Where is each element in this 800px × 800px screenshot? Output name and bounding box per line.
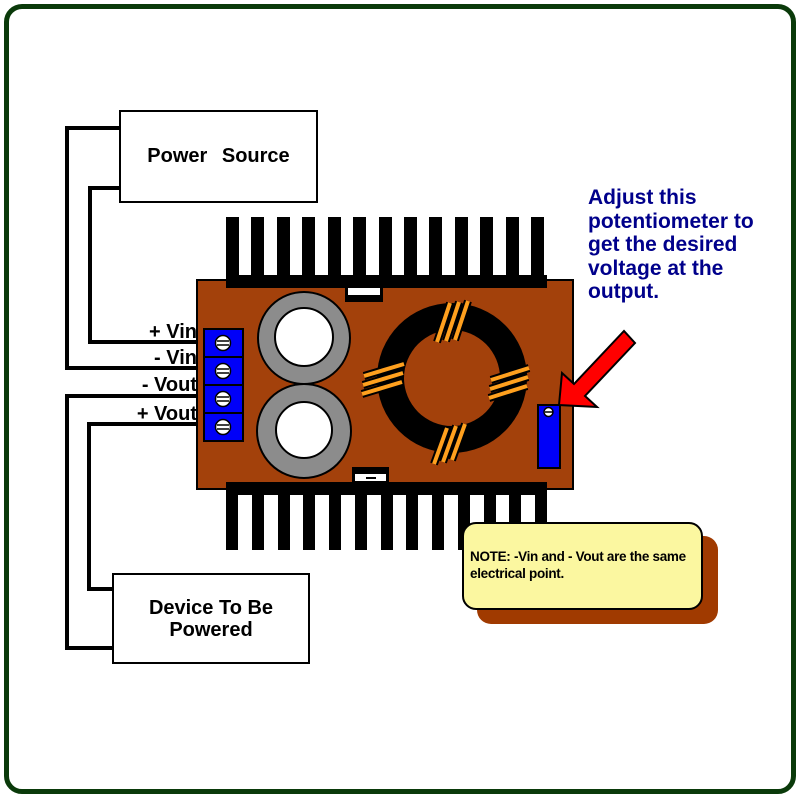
pin-label-plus-vout: + Vout [136,403,197,425]
screw-terminal-3 [214,390,232,408]
heatsink-top-base [226,275,547,288]
pin-label-minus-vout: - Vout [141,374,197,396]
screw-terminal-1 [214,334,232,352]
potentiometer-annotation: Adjust this potentiometer to get the des… [588,186,754,303]
toroid-inductor-icon [360,299,531,466]
wires [65,126,206,650]
heatsink-bottom-base [226,482,547,495]
device-label: Device To Be Powered [148,596,274,641]
pin-label-minus-vin: - Vin [154,347,197,369]
power-source-box: Power Source [119,110,318,203]
device-box: Device To Be Powered [112,573,310,664]
smd-component-bottom-icon [352,467,389,483]
converter-module [196,217,574,550]
pin-label-plus-vin: + Vin [149,321,197,343]
power-source-label: Power Source [147,145,290,167]
wire-minus-vin [65,126,206,370]
capacitor-bottom-icon [256,383,352,479]
outer-border [4,4,796,794]
capacitor-top-icon [257,291,351,385]
screw-terminal-4 [214,418,232,436]
wire-plus-vout [87,422,206,591]
smd-component-top-icon [345,286,383,302]
potentiometer [537,404,561,469]
red-arrow-icon [557,329,637,409]
terminal-block [203,328,244,442]
note-box: NOTE: -Vin and - Vout are the same elect… [462,522,703,610]
wire-minus-vout [65,394,206,650]
wire-plus-vin [88,186,206,344]
toroid-windings [360,299,531,466]
screw-terminal-2 [214,362,232,380]
